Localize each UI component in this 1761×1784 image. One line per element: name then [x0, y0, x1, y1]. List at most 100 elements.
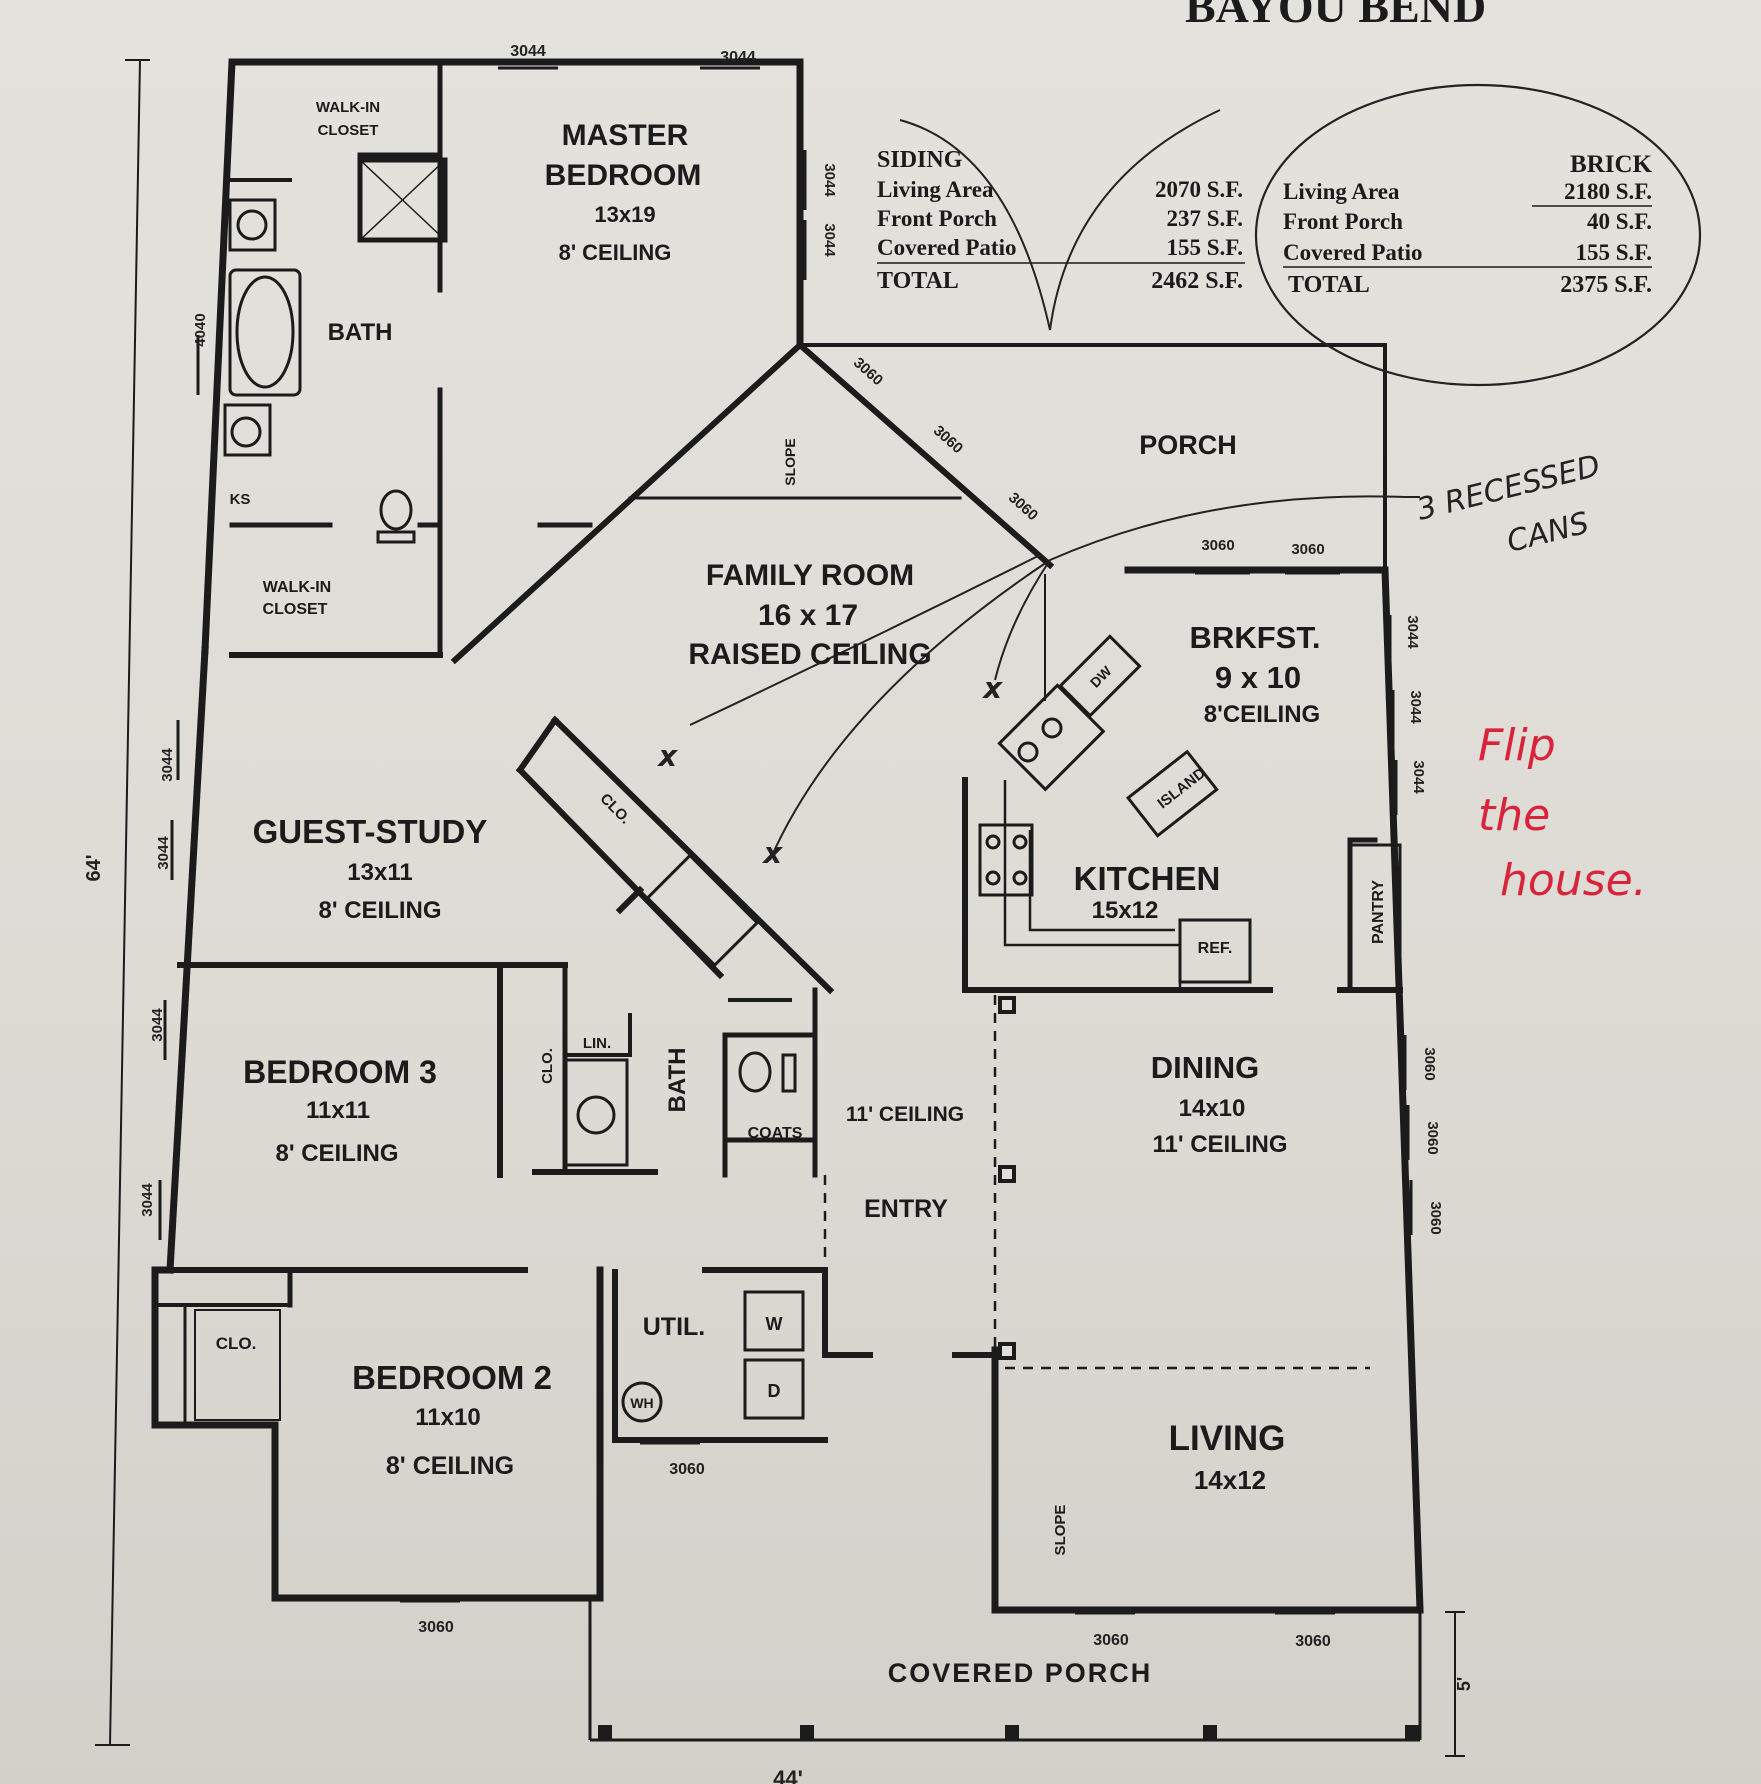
recessed-cans-note-2: CANS	[1503, 506, 1592, 560]
util-label: UTIL.	[643, 1313, 706, 1341]
dw-label: DW	[1087, 662, 1115, 690]
header-title: BAYOU BEND	[1185, 0, 1486, 32]
window-dim: 3060	[850, 354, 886, 389]
siding-total-value: 2462 S.F.	[1151, 268, 1243, 294]
posts	[598, 996, 1419, 1739]
dimension-labels: 3044 3044 3044 3044 4040 3044 3044 3044 …	[83, 43, 1474, 1784]
porch-depth-dim: 5'	[1454, 1677, 1474, 1691]
lin-label: LIN.	[583, 1035, 611, 1052]
flip-note-2: the	[1478, 790, 1550, 841]
pantry-label: PANTRY	[1370, 880, 1387, 944]
ref-label: REF.	[1198, 940, 1233, 957]
master-name1: MASTER	[562, 119, 689, 152]
master-ceiling: 8' CEILING	[559, 240, 672, 265]
family-name: FAMILY ROOM	[706, 559, 914, 592]
brick-row-label: Covered Patio	[1283, 240, 1422, 265]
brick-total-value: 2375 S.F.	[1560, 272, 1652, 298]
walkin-closet-bottom-2: CLOSET	[263, 601, 328, 618]
kitchen-size: 15x12	[1092, 897, 1159, 924]
window-dim: 3044	[510, 43, 546, 60]
window-dim: 3060	[930, 422, 966, 457]
siding-row-label: Living Area	[877, 177, 994, 202]
brick-row-value: 155 S.F.	[1576, 240, 1652, 265]
dryer-label: D	[768, 1381, 781, 1401]
brick-row-value: 2180 S.F.	[1564, 179, 1652, 204]
window-dim: 3044	[1410, 760, 1427, 794]
family-ceiling: RAISED CEILING	[688, 638, 931, 671]
master-name2: BEDROOM	[545, 159, 702, 192]
window-dim: 3044	[720, 49, 756, 66]
depth-dim: 64'	[83, 854, 105, 881]
window-dim: 3060	[1427, 1201, 1444, 1234]
dining-name: DINING	[1151, 1050, 1260, 1085]
window-dim: 3060	[1295, 1633, 1331, 1650]
clo-bed2: CLO.	[216, 1334, 257, 1353]
covered-porch-label: COVERED PORCH	[888, 1658, 1153, 1688]
coats-label: COATS	[748, 1125, 803, 1142]
slope-top: SLOPE	[782, 438, 798, 485]
x-mark: x	[659, 742, 676, 772]
window-dim: 3044	[159, 748, 176, 782]
bedroom3-size: 11x11	[306, 1097, 370, 1124]
walls	[151, 58, 1424, 1614]
window-dim: 3044	[139, 1183, 156, 1217]
window-dim: 3060	[1201, 537, 1234, 554]
x-mark: x	[984, 674, 1001, 704]
guest-name: GUEST-STUDY	[253, 813, 488, 850]
bedroom2-name: BEDROOM 2	[352, 1359, 552, 1396]
wh-label: WH	[630, 1395, 653, 1411]
brick-total-label: TOTAL	[1288, 272, 1370, 298]
brkfst-size: 9 x 10	[1215, 660, 1301, 695]
bedroom2-ceiling: 8' CEILING	[386, 1452, 514, 1480]
dining-ceiling: 11' CEILING	[1152, 1131, 1287, 1158]
window-dim: 3060	[1291, 541, 1324, 558]
brick-row-label: Living Area	[1283, 179, 1400, 204]
walkin-closet-top-2: CLOSET	[318, 122, 379, 139]
bath2-label: BATH	[664, 1048, 691, 1113]
window-dim: 3044	[155, 836, 172, 870]
living-name: LIVING	[1169, 1419, 1286, 1458]
window-dim: 3060	[669, 1461, 705, 1478]
entry-name: ENTRY	[864, 1195, 948, 1223]
covered-porch-outline	[95, 59, 1465, 1757]
window-dim: 3044	[149, 1008, 166, 1042]
bedroom3-name: BEDROOM 3	[243, 1054, 437, 1090]
brick-row-value: 40 S.F.	[1587, 209, 1652, 234]
fixtures	[194, 157, 1402, 1423]
window-dim: 3044	[821, 163, 838, 197]
brkfst-ceiling: 8'CEILING	[1204, 701, 1320, 728]
brkfst-name: BRKFST.	[1190, 620, 1321, 655]
siding-row-value: 2070 S.F.	[1155, 177, 1243, 202]
guest-size: 13x11	[347, 859, 412, 886]
window-dim: 3060	[1005, 489, 1041, 524]
family-size: 16 x 17	[758, 599, 858, 632]
window-dim: 3060	[418, 1619, 454, 1636]
width-dim: 44'	[773, 1766, 803, 1784]
walkin-closet-top-1: WALK-IN	[316, 99, 380, 116]
porch-back: PORCH	[1139, 430, 1237, 460]
siding-row-value: 237 S.F.	[1167, 206, 1243, 231]
windows	[158, 66, 1413, 1615]
master-bath: BATH	[328, 319, 393, 346]
ks-label: KS	[230, 491, 251, 508]
window-dim: 3060	[1421, 1047, 1438, 1080]
window-dim: 4040	[192, 313, 209, 346]
window-dim: 3060	[1093, 1632, 1129, 1649]
window-dim: 3044	[1404, 615, 1421, 649]
siding-total-label: TOTAL	[877, 268, 959, 294]
walkin-closet-bottom-1: WALK-IN	[263, 579, 331, 596]
window-dim: 3044	[821, 223, 838, 257]
brick-row-label: Front Porch	[1283, 209, 1403, 234]
handwritten-notes: 3 RECESSED CANS Flip the house.	[1413, 448, 1646, 906]
window-dim: 3044	[1407, 690, 1424, 724]
bedroom2-size: 11x10	[415, 1404, 480, 1431]
window-dim: 3060	[1424, 1121, 1441, 1154]
slope-living: SLOPE	[1052, 1505, 1069, 1556]
guest-ceiling: 8' CEILING	[318, 897, 441, 924]
living-size: 14x12	[1194, 1465, 1266, 1495]
siding-heading: SIDING	[877, 147, 963, 173]
dining-size: 14x10	[1179, 1095, 1246, 1122]
siding-row-label: Covered Patio	[877, 235, 1016, 260]
